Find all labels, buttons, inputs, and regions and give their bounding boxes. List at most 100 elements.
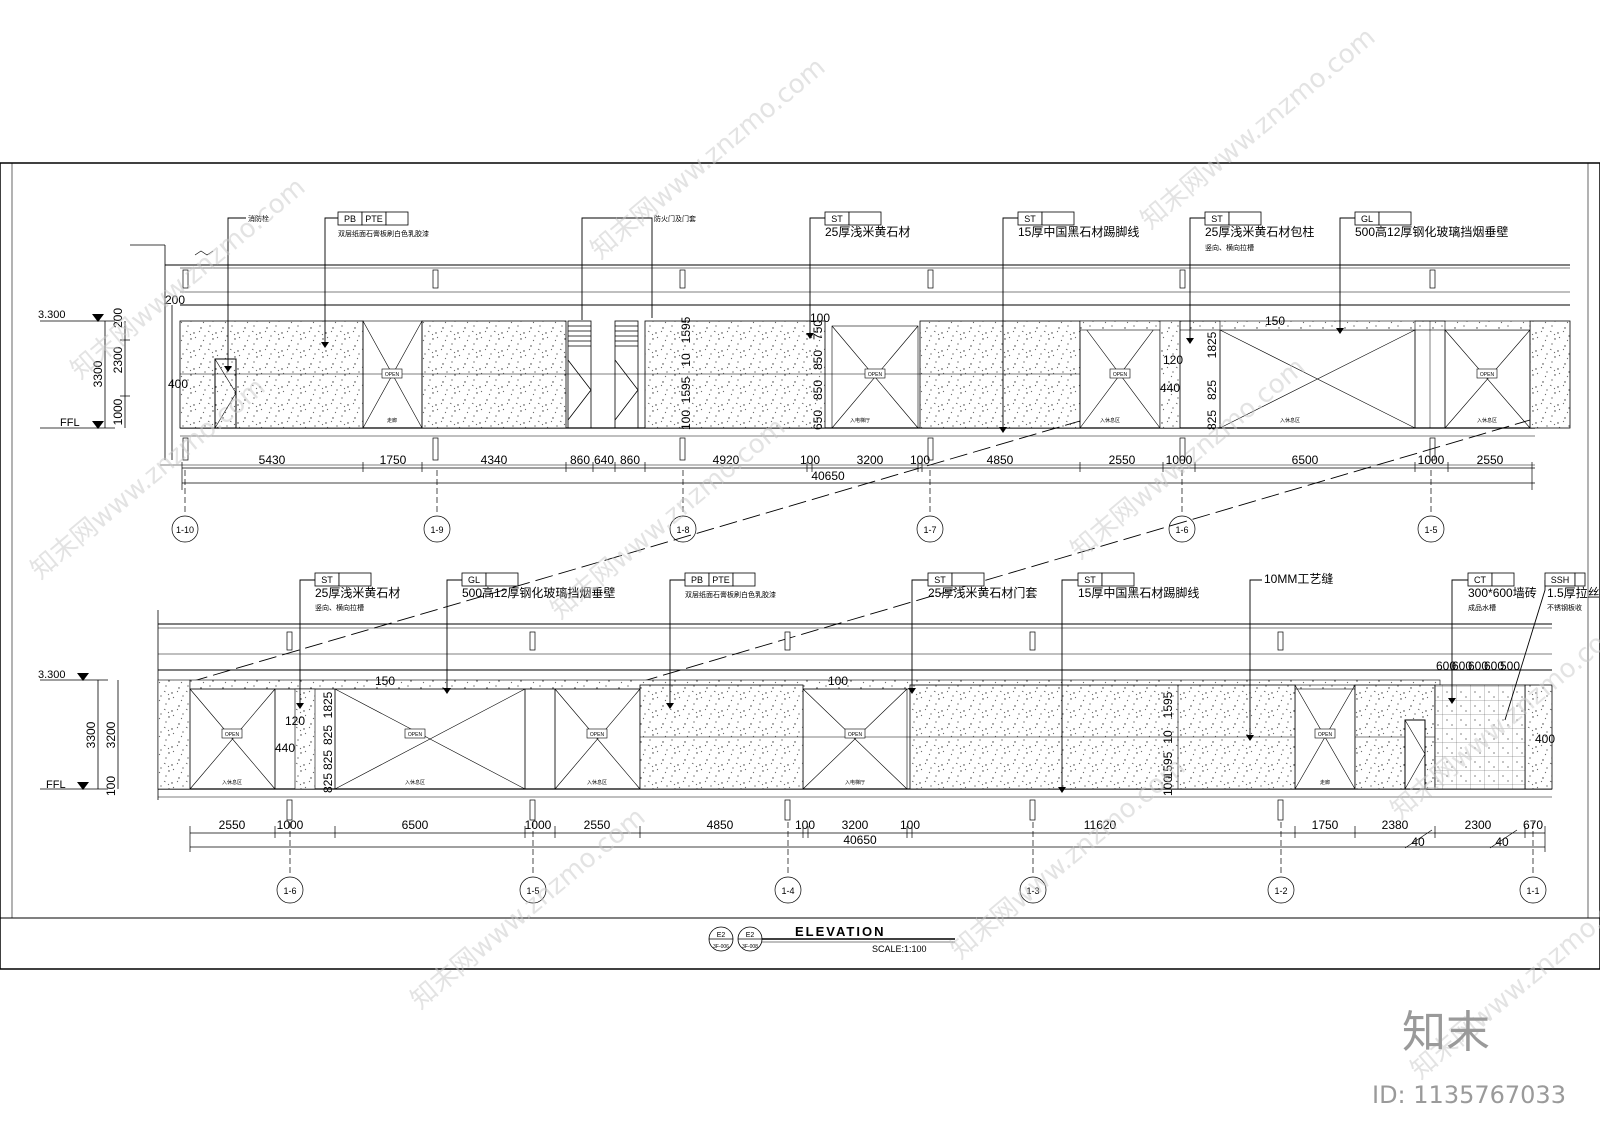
dimension: 4850	[707, 818, 734, 832]
tag-label: ST	[1024, 214, 1036, 224]
panel-dim: 10	[679, 353, 693, 367]
panel-dim: 150	[1265, 314, 1285, 328]
tile-dim: 600	[1452, 659, 1472, 673]
watermark-text: 知末网www.znzmo.com	[1135, 22, 1381, 235]
dimension: 5430	[259, 453, 286, 467]
height-dim: 1000	[111, 398, 125, 425]
tag-label: ST	[1084, 575, 1096, 585]
tag-label: ST	[934, 575, 946, 585]
panel-dim: 1595	[679, 376, 693, 403]
sheet-border	[0, 162, 1600, 970]
tag-label: CT	[1474, 575, 1486, 585]
tag-note: 成品水槽	[1468, 603, 1496, 612]
panel-dim: 825	[1205, 380, 1219, 400]
panel-dim: 825	[1205, 410, 1219, 430]
panel-dim: 400	[168, 377, 188, 391]
tag-label: PB	[344, 214, 356, 224]
height-dim: 100	[104, 776, 118, 796]
dimension: 1000	[1166, 453, 1193, 467]
tag-note: 双层纸面石膏板刷白色乳胶漆	[338, 229, 429, 238]
panel-dim: 100	[810, 311, 830, 325]
axis-label: 1-3	[1026, 886, 1039, 896]
panel-dim: 825	[321, 725, 335, 745]
dimension: 100	[900, 818, 920, 832]
panel-dim: 850	[811, 380, 825, 400]
room-label: 入休息区	[222, 779, 242, 786]
dimension: 100	[910, 453, 930, 467]
tile-dim: 600	[1484, 659, 1504, 673]
open-tag-box	[844, 728, 866, 739]
dimension: 4850	[987, 453, 1014, 467]
room-label: 入休息区	[405, 779, 425, 786]
level-floor: FFL	[46, 779, 66, 791]
tag-note: 1.5厚拉丝	[1547, 585, 1600, 600]
room-label: 入休息区	[1477, 417, 1497, 424]
elevation-bottom	[40, 572, 1586, 904]
dimension: 860	[570, 453, 590, 467]
axis-label: 1-8	[676, 525, 689, 535]
axis-label: 1-6	[283, 886, 296, 896]
open-tag-box	[586, 728, 608, 739]
tag-note: 25厚浅米黄石材包柱	[1205, 224, 1314, 239]
dimension: 1000	[525, 818, 552, 832]
watermark-text: 知末网www.znzmo.com	[405, 802, 651, 1015]
watermark-brand: 知末	[1402, 1007, 1490, 1058]
dimension: 2550	[1477, 453, 1504, 467]
panel-dim: 120	[285, 714, 305, 728]
height-dim: 2300	[111, 346, 125, 373]
open-label: OPEN	[225, 732, 240, 738]
panel-dim: 100	[1161, 776, 1175, 796]
dimension: 1000	[277, 818, 304, 832]
open-label: OPEN	[848, 732, 863, 738]
dimension: 1750	[1312, 818, 1339, 832]
open-tag-box	[221, 728, 243, 739]
panel-dim: 10	[1161, 730, 1175, 744]
panel-dim: 440	[1160, 381, 1180, 395]
dimension: 4920	[713, 453, 740, 467]
axis-label: 1-5	[526, 886, 539, 896]
dimension: 640	[594, 453, 614, 467]
dimension: 860	[620, 453, 640, 467]
level-floor: FFL	[60, 417, 80, 429]
dimension: 100	[800, 453, 820, 467]
panel-dim: 100	[828, 674, 848, 688]
level-top: 3.300	[38, 669, 66, 681]
tag-note: 15厚中国黑石材踢脚线	[1018, 224, 1139, 239]
panel-dim: 150	[375, 674, 395, 688]
tile-dim: 600	[1436, 659, 1456, 673]
open-label: OPEN	[1480, 372, 1495, 378]
total-dimension: 40650	[843, 833, 877, 847]
tag-label: PB	[691, 575, 703, 585]
height-dim: 3300	[84, 721, 98, 748]
axis-label: 1-5	[1424, 525, 1437, 535]
tag-note: 消防栓	[248, 214, 269, 223]
room-label: 入电梯厅	[850, 417, 870, 424]
tag-note: 300*600墙砖	[1468, 585, 1537, 600]
panel-dim: 825	[321, 750, 335, 770]
dimension: 2550	[1109, 453, 1136, 467]
panel-dim: 825	[321, 773, 335, 793]
axis-label: 1-4	[781, 886, 794, 896]
dimension: 6500	[402, 818, 429, 832]
tag-note: 竖向、横向拉槽	[315, 603, 364, 612]
room-label: 入休息区	[1100, 417, 1120, 424]
tag-label: ST	[1211, 214, 1223, 224]
drawing-title: ELEVATION	[795, 924, 885, 939]
open-label: OPEN	[1113, 372, 1128, 378]
axis-label: 1-10	[176, 525, 194, 535]
dimension: 670	[1523, 818, 1543, 832]
open-label: OPEN	[1318, 732, 1333, 738]
dimension: 2300	[1465, 818, 1492, 832]
tag-note: 竖向、横向拉槽	[1205, 243, 1254, 252]
section-symbol-code: E2	[746, 932, 755, 939]
tag-note: 25厚浅米黄石材门套	[928, 585, 1037, 600]
room-label: 走廊	[1320, 779, 1330, 786]
watermark-id: ID: 1135767033	[1372, 1081, 1566, 1109]
panel-dim: 100	[679, 410, 693, 430]
panel-dim: 120	[1163, 353, 1183, 367]
room-label: 入电梯厅	[845, 779, 865, 786]
panel-dim: 200	[165, 293, 185, 307]
axis-label: 1-9	[430, 525, 443, 535]
room-label: 入休息区	[1280, 417, 1300, 424]
axis-label: 1-2	[1274, 886, 1287, 896]
